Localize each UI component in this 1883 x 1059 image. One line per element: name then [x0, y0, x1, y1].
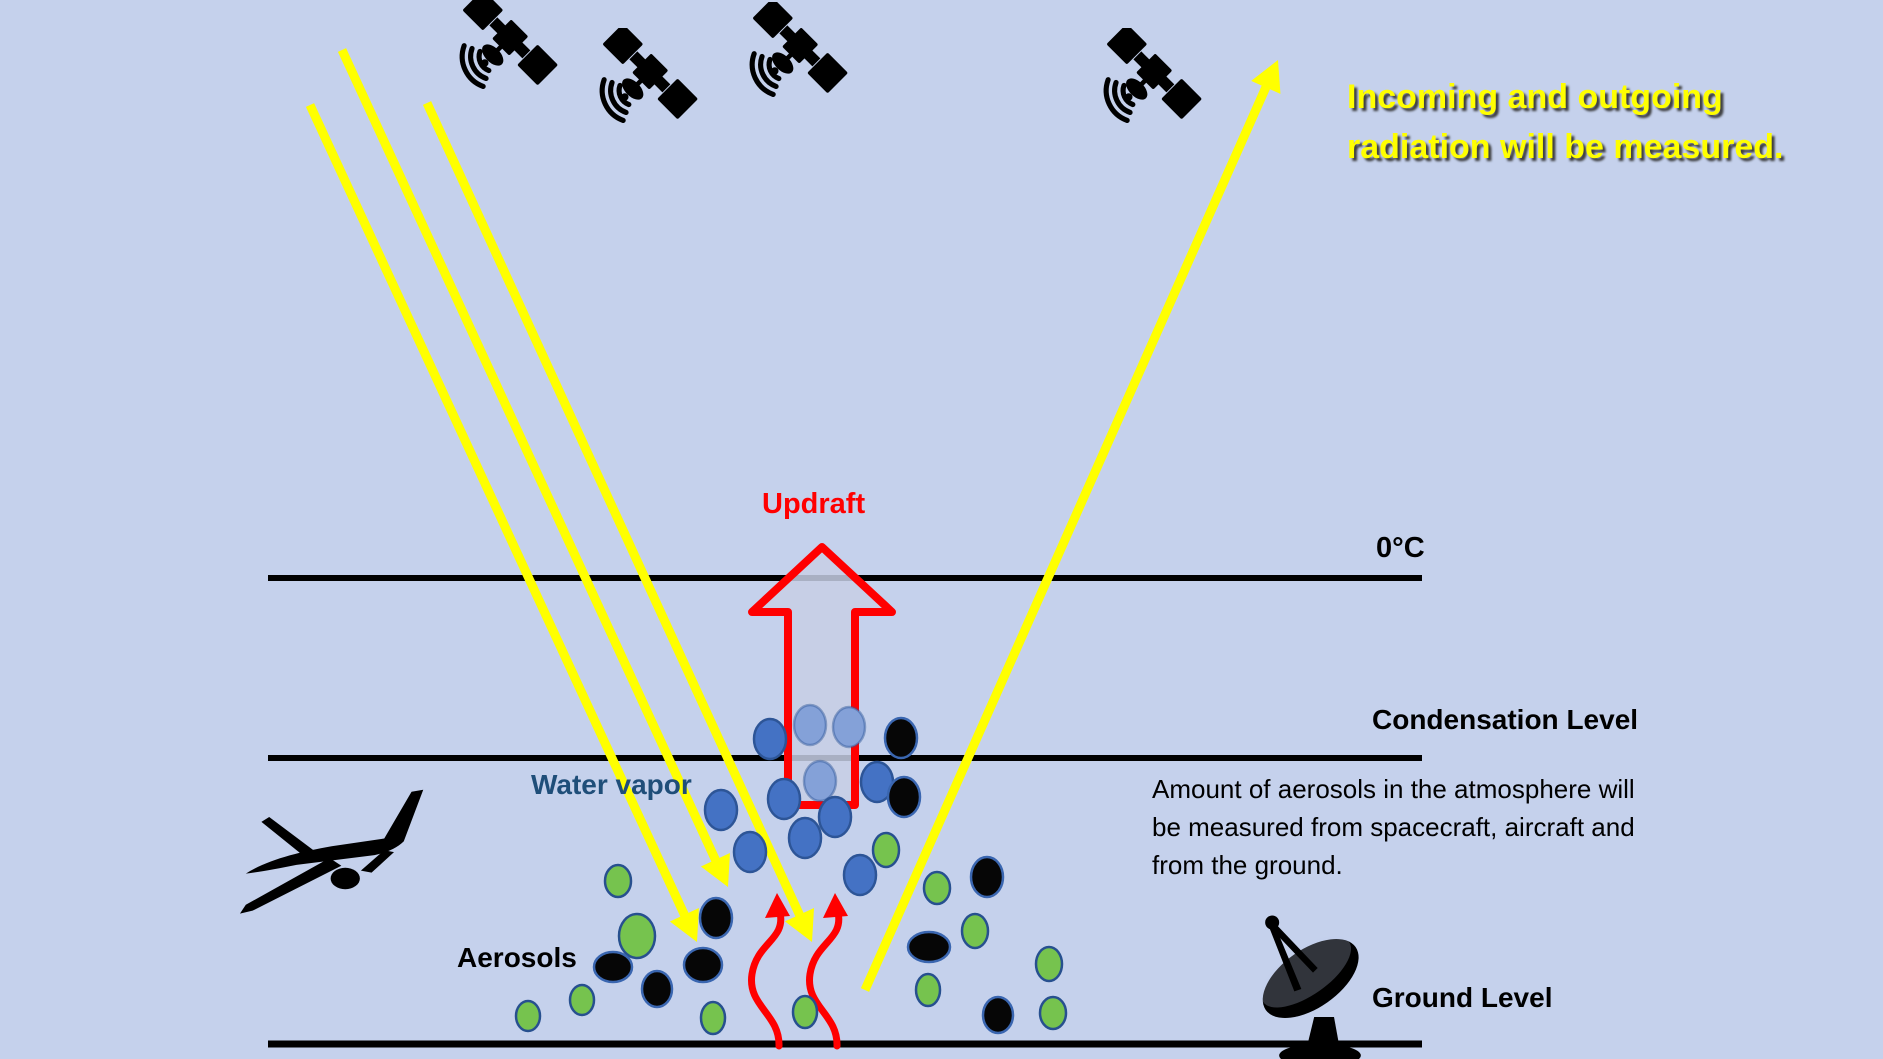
satellite-4: [1089, 24, 1203, 138]
heat-arrow-1: [748, 908, 785, 1050]
outgoing-ray-arrowhead: [1251, 60, 1281, 94]
aerosol-dot-black: [640, 969, 674, 1009]
heat-arrow-2-head: [823, 893, 848, 918]
aerosol-note-line-1: Amount of aerosols in the atmosphere wil…: [1152, 774, 1635, 804]
aerosol-dot-green: [1034, 945, 1064, 983]
aerosol-dot-black: [698, 896, 734, 940]
water-vapor-dot: [766, 777, 802, 821]
water-vapor-dot-light: [831, 705, 867, 749]
aerosol-dot-black: [682, 946, 724, 984]
incoming-ray-2: [337, 48, 723, 869]
water-vapor-dot: [752, 717, 788, 761]
ground-level-label: Ground Level: [1372, 982, 1553, 1013]
heading-line-2: radiation will be measured.: [1347, 128, 1784, 166]
aerosol-dot-green: [922, 870, 952, 906]
incoming-ray-1: [305, 103, 692, 924]
aerosol-note-line-2: be measured from spacecraft, aircraft an…: [1152, 812, 1635, 842]
heading-line-1: Incoming and outgoing: [1347, 78, 1723, 116]
water-vapor-dot: [732, 830, 768, 874]
water-vapor-dot-light: [792, 703, 828, 747]
incoming-ray-3-arrowhead: [784, 908, 815, 942]
aerosol-note-line-3: from the ground.: [1152, 850, 1343, 880]
incoming-ray-3: [422, 101, 807, 924]
aerosol-measurement-note: Amount of aerosols in the atmosphere wil…: [1152, 770, 1635, 884]
aerosols-label: Aerosols: [457, 942, 577, 973]
aerosol-dot-green: [699, 1000, 727, 1036]
aerosol-dot-green: [914, 972, 942, 1008]
airplane: [239, 789, 424, 914]
outgoing-ray: [860, 78, 1274, 992]
aerosol-dot-green: [791, 994, 819, 1030]
aerosol-dot-green: [871, 831, 901, 869]
water-vapor-dot-light: [802, 759, 838, 803]
satellite-1: [445, 0, 559, 103]
aerosol-dot-black: [886, 775, 922, 819]
heat-arrow-1-head: [765, 893, 790, 918]
aerosol-dot-green: [960, 912, 990, 950]
water-vapor-label: Water vapor: [531, 769, 692, 800]
water-vapor-dot: [817, 795, 853, 839]
incoming-ray-2-arrowhead: [700, 853, 730, 887]
aerosol-dot-green: [568, 983, 596, 1017]
updraft-label: Updraft: [762, 488, 866, 520]
heat-arrow-2: [806, 908, 843, 1050]
water-vapor-dot: [787, 816, 823, 860]
aerosol-dot-green: [603, 863, 633, 899]
aerosol-dot-black: [883, 716, 919, 760]
condensation-level-label: Condensation Level: [1372, 704, 1639, 735]
aerosol-dot-black: [969, 855, 1005, 899]
aerosol-dot-black: [592, 950, 634, 984]
water-vapor-dot: [842, 853, 878, 897]
satellite-2: [585, 24, 699, 138]
aerosol-dot-black: [906, 930, 952, 964]
heading-radiation-note: Incoming and outgoing radiation will be …: [1347, 72, 1783, 172]
zero-celsius-label: 0°C: [1376, 532, 1425, 564]
water-vapor-dot: [703, 788, 739, 832]
aerosol-dot-green: [617, 912, 657, 960]
aerosol-dot-green: [1038, 995, 1068, 1031]
aerosol-dot-green: [514, 999, 542, 1033]
ground-station-dish: [1250, 915, 1373, 1059]
incoming-ray-1-arrowhead: [669, 908, 699, 942]
satellite-3: [735, 0, 849, 111]
aerosol-dot-black: [981, 995, 1015, 1035]
